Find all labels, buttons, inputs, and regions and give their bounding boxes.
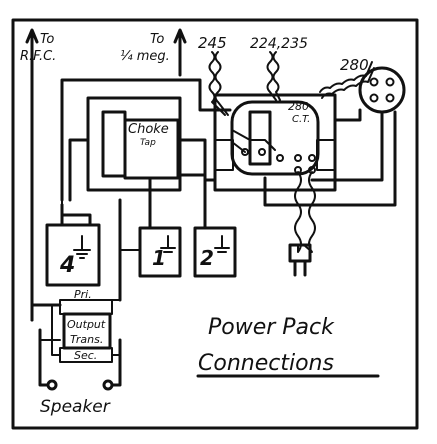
- label-output-1: Output: [67, 318, 106, 331]
- label-to-rfc-1: To: [40, 32, 54, 47]
- label-capacitor-1: 1: [152, 246, 166, 270]
- transformer-winding: [230, 100, 320, 176]
- speaker-lead-left: [38, 328, 50, 387]
- output-pri-box: [59, 299, 113, 315]
- choke-core: [86, 96, 182, 192]
- label-output-2: Trans.: [70, 333, 103, 346]
- label-choke-tap: Tap: [140, 138, 156, 148]
- label-tube-245: 245: [198, 34, 227, 52]
- capacitor-4: [45, 223, 101, 287]
- label-speaker: Speaker: [40, 397, 111, 417]
- cable-245: [208, 51, 226, 116]
- label-choke: Choke: [128, 122, 169, 137]
- label-to-rfc-2: R.F.C.: [20, 49, 56, 64]
- label-to-meg-2: ¼ meg.: [120, 49, 170, 64]
- outer-border: [11, 18, 419, 430]
- label-sec: Sec.: [74, 349, 97, 362]
- capacitor-1: [138, 226, 182, 278]
- label-transformer-ct: C.T.: [292, 114, 310, 125]
- title-line-2: Connections: [198, 351, 334, 376]
- plug-icon: [288, 243, 312, 263]
- label-capacitor-2: 2: [200, 246, 214, 270]
- label-tube-280: 280: [340, 56, 369, 74]
- label-pri: Pri.: [74, 288, 92, 301]
- speaker-lead-right: [110, 338, 122, 387]
- label-tube-224-235: 224,235: [250, 36, 308, 52]
- title-line-1: Power Pack: [208, 315, 335, 340]
- wire-top-left: [60, 78, 182, 202]
- label-transformer-280: 280: [288, 100, 309, 113]
- label-capacitor-4: 4: [59, 253, 75, 278]
- meg-arrow-icon: [173, 28, 187, 44]
- cable-224-235: [266, 51, 277, 101]
- speaker-terminal-right: [102, 379, 114, 391]
- cable-280: [319, 61, 373, 93]
- transformer-terminals: [241, 148, 316, 174]
- socket-280: [358, 66, 406, 114]
- line-cord: [294, 171, 302, 253]
- capacitor-2: [193, 226, 237, 278]
- rfc-arrow-icon: [25, 28, 39, 44]
- speaker-terminal-left: [46, 379, 58, 391]
- label-to-meg-1: To: [150, 32, 164, 47]
- choke-core-leg: [101, 110, 127, 178]
